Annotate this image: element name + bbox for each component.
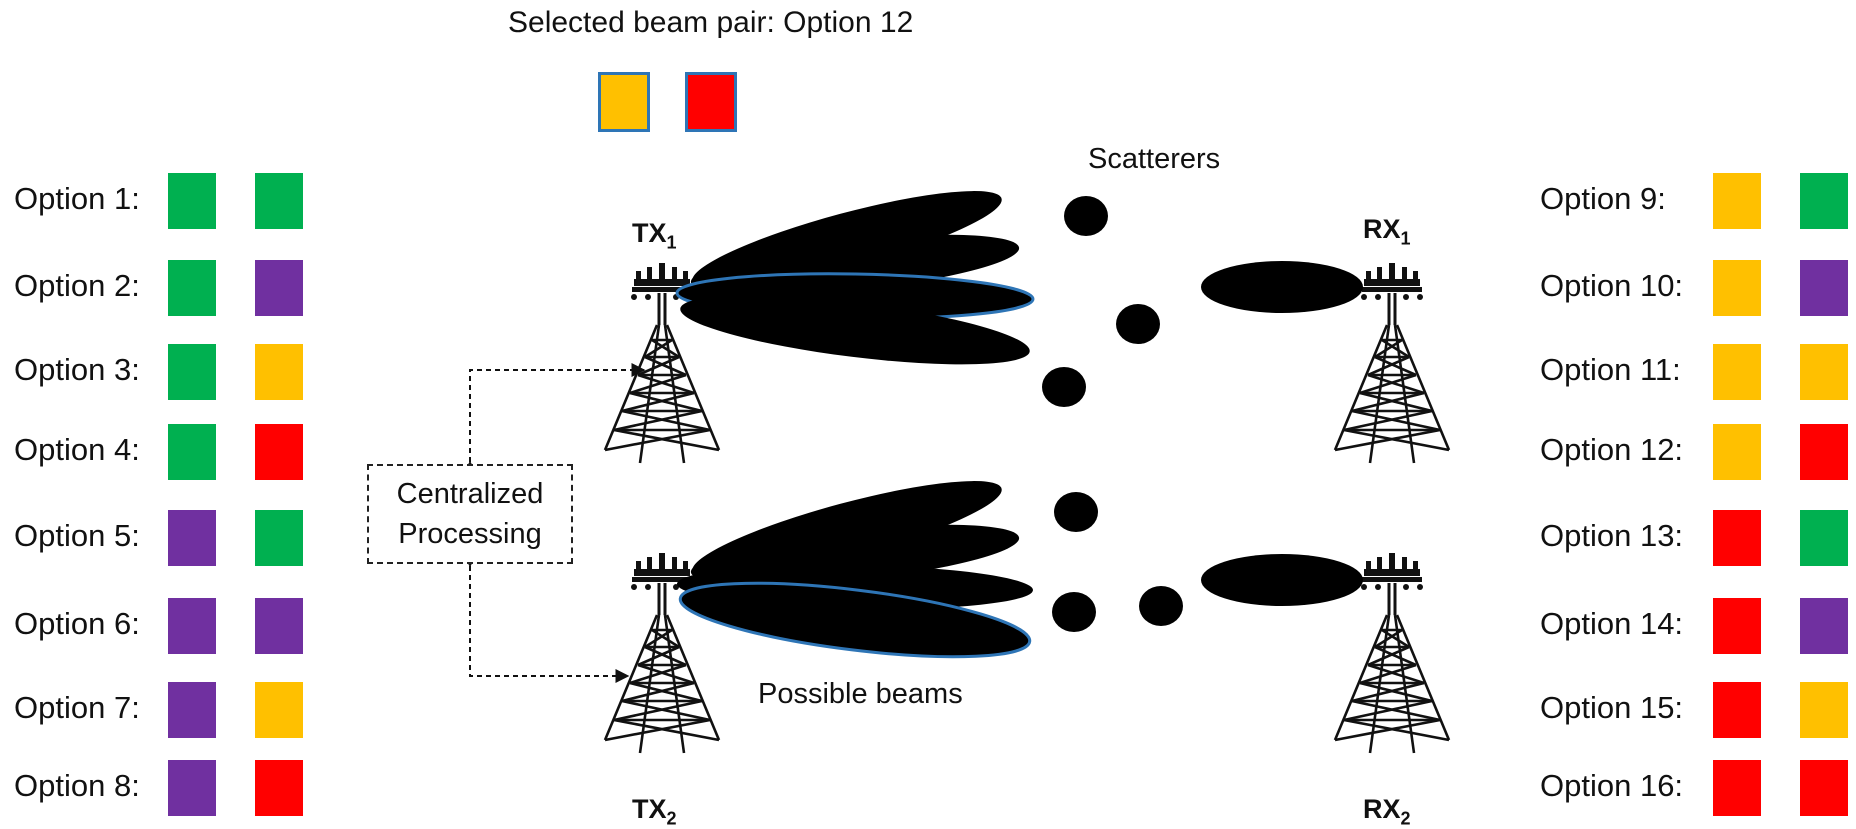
rx-beam-swatch <box>255 760 303 816</box>
option-label: Option 14: <box>1540 606 1684 641</box>
option-label: Option 11: <box>1540 352 1681 387</box>
tx2-label-base: TX <box>632 794 667 824</box>
possible-beams-label: Possible beams <box>758 678 963 710</box>
option-label: Option 2: <box>14 268 140 303</box>
rx-beam-swatch <box>1800 260 1848 316</box>
option-label: Option 4: <box>14 432 140 467</box>
rx1-label: RX1 <box>1363 214 1411 249</box>
option-label: Option 10: <box>1540 268 1684 303</box>
rx1-beam <box>1201 261 1363 313</box>
option-label: Option 3: <box>14 352 140 387</box>
tx-beam-swatch <box>1713 424 1761 480</box>
option-label: Option 16: <box>1540 768 1684 803</box>
selected-tx-beam-swatch <box>598 72 650 132</box>
rx2-label: RX2 <box>1363 794 1411 829</box>
scatterer <box>1064 196 1108 236</box>
tx-beam-swatch <box>168 682 216 738</box>
rx-beam-swatch <box>1800 682 1848 738</box>
link-to-tx2 <box>463 553 630 683</box>
scatterer <box>1054 492 1098 532</box>
scatterer <box>1042 367 1086 407</box>
rx-beam-swatch <box>1800 598 1848 654</box>
rx1-label-sub: 1 <box>1400 228 1411 249</box>
rx1-label-base: RX <box>1363 214 1401 244</box>
option-label: Option 13: <box>1540 518 1684 553</box>
processing-links <box>463 363 646 683</box>
tx1-beams <box>675 191 1035 365</box>
tx-beam-swatch <box>168 760 216 816</box>
tx2-beam-red <box>678 581 1032 659</box>
rx2-beam <box>1201 554 1363 606</box>
tx-beam-swatch <box>168 260 216 316</box>
option-label: Option 12: <box>1540 432 1684 467</box>
rx-beam-swatch <box>255 260 303 316</box>
option-label: Option 5: <box>14 518 140 553</box>
tx-beam-swatch <box>1713 344 1761 400</box>
rx2-label-sub: 2 <box>1400 808 1411 829</box>
rx-beam-swatch <box>255 682 303 738</box>
option-label: Option 1: <box>14 181 140 216</box>
rx-beam-swatch <box>1800 760 1848 816</box>
tx-beam-swatch <box>1713 598 1761 654</box>
scatterer <box>1052 592 1096 632</box>
tx1-label: TX1 <box>632 218 677 253</box>
option-label: Option 15: <box>1540 690 1684 725</box>
tx1-beam-red <box>680 295 1030 365</box>
rx-beam-swatch <box>1800 424 1848 480</box>
scatterers-label: Scatterers <box>1088 143 1221 175</box>
tx-beam-swatch <box>1713 682 1761 738</box>
scatterers <box>1042 196 1183 632</box>
rx-beam-swatch <box>1800 510 1848 566</box>
rx-beam-swatch <box>255 598 303 654</box>
tx2-label: TX2 <box>632 794 677 829</box>
option-label: Option 6: <box>14 606 140 641</box>
link-to-tx1 <box>463 363 646 475</box>
rx2-label-base: RX <box>1363 794 1401 824</box>
rx-beam-swatch <box>255 344 303 400</box>
rx-beam-swatch <box>255 173 303 229</box>
tx-beam-swatch <box>168 424 216 480</box>
tx-beam-swatch <box>1713 510 1761 566</box>
tx-beam-swatch <box>168 173 216 229</box>
selected-rx-beam-swatch <box>685 72 737 132</box>
tx-beam-swatch <box>168 510 216 566</box>
centralized-processing-box: Centralized Processing <box>367 464 573 564</box>
option-label: Option 7: <box>14 690 140 725</box>
tx-beam-swatch <box>1713 760 1761 816</box>
tx1-label-sub: 1 <box>666 232 677 253</box>
option-label: Option 8: <box>14 768 140 803</box>
option-label: Option 9: <box>1540 181 1666 216</box>
tx-beam-swatch <box>168 598 216 654</box>
tx2-beams <box>677 481 1033 659</box>
rx-beam-swatch <box>1800 173 1848 229</box>
rx-beam-swatch <box>255 424 303 480</box>
scatterer <box>1139 586 1183 626</box>
tx-beam-swatch <box>168 344 216 400</box>
processing-line-1: Centralized <box>396 478 544 510</box>
tx1-label-base: TX <box>632 218 667 248</box>
rx-beam-swatch <box>1800 344 1848 400</box>
processing-line-2: Processing <box>398 518 542 550</box>
tx2-label-sub: 2 <box>666 808 677 829</box>
selected-pair-label: Selected beam pair: Option 12 <box>508 6 914 39</box>
tx-beam-swatch <box>1713 173 1761 229</box>
tx-beam-swatch <box>1713 260 1761 316</box>
rx-beam-swatch <box>255 510 303 566</box>
scatterer <box>1116 304 1160 344</box>
